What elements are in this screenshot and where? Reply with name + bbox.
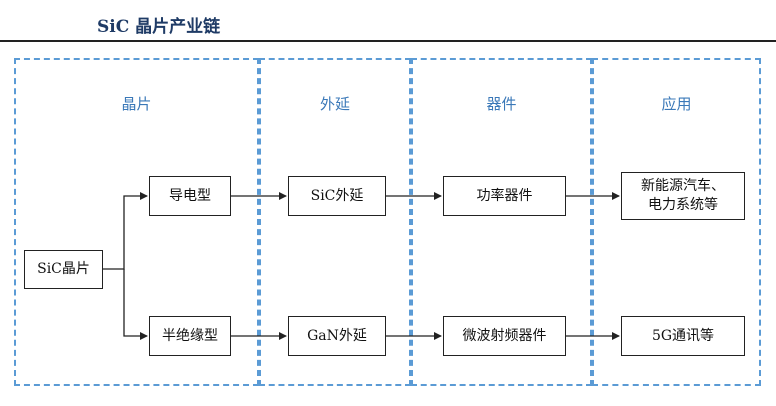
- node-power-device: 功率器件: [443, 176, 566, 216]
- node-rf-device: 微波射频器件: [443, 316, 566, 356]
- panel-label-epitaxy: 外延: [319, 95, 350, 113]
- node-conductive: 导电型: [149, 176, 231, 216]
- node-app-5g: 5G通讯等: [621, 316, 745, 356]
- panel-label-device: 器件: [486, 95, 517, 113]
- edge-wafer-to-semi-insulating: [123, 269, 148, 340]
- edge-wafer-to-conductive: [103, 192, 148, 270]
- node-sic-wafer: SiC晶片: [24, 250, 103, 289]
- panel-device: [411, 58, 592, 386]
- title-divider: [0, 40, 776, 42]
- node-semi-insulating: 半绝缘型: [149, 316, 231, 356]
- node-gan-epi: GaN外延: [288, 316, 386, 356]
- panel-label-wafer: 晶片: [121, 95, 152, 113]
- panel-application: [592, 58, 761, 386]
- panel-label-application: 应用: [661, 95, 692, 113]
- node-app-ev: 新能源汽车、 电力系统等: [621, 172, 745, 220]
- node-sic-epi: SiC外延: [288, 176, 386, 216]
- panel-wafer: [14, 58, 259, 386]
- panel-epitaxy: [259, 58, 411, 386]
- page-title: SiC 晶片产业链: [97, 17, 221, 37]
